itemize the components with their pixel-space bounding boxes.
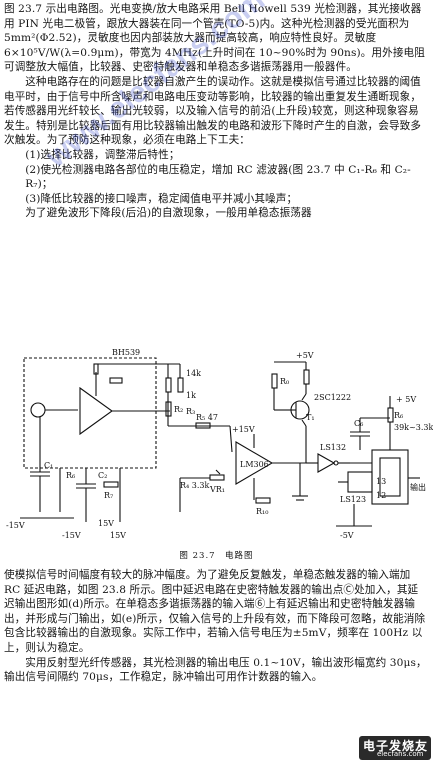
- label-c1: C₁: [44, 461, 53, 470]
- label-plus5v: +5V: [296, 351, 314, 360]
- label-r10: R₁₀: [256, 507, 268, 516]
- label-c6: C₆: [354, 419, 363, 428]
- top-text-block: 图 23.7 示出电路图。光电变换/放大电路采用 Bell Howell 539…: [4, 2, 428, 221]
- label-r14k: 14k: [186, 369, 201, 378]
- label-pin13: 13: [376, 477, 386, 486]
- label-ls123: LS123: [340, 495, 366, 504]
- site-logo: 电子发烧友 elecfans.com: [359, 736, 431, 760]
- label-minus15v: -15V: [6, 521, 25, 530]
- label-r3: R₃: [186, 407, 195, 416]
- label-plus15v: 15V: [98, 519, 114, 528]
- label-plus5v-b: + 5V: [396, 395, 416, 404]
- label-r6: R₆: [66, 471, 75, 480]
- label-r2: R₂: [174, 405, 183, 414]
- list-item: (2)使光检测器电路各部位的电压稳定，增加 RC 滤波器(图 23.7 中 C₁…: [25, 163, 411, 191]
- circuit-diagram: BH539 14k 1k R₂ R₃ C₁ C₂ R₆ R₇ -15V 15V …: [6, 348, 433, 540]
- label-ls132: LS132: [320, 443, 346, 452]
- label-lm306: LM306: [240, 460, 269, 469]
- label-t1: T₁: [306, 413, 315, 422]
- label-plus15v-c: +15V: [232, 425, 255, 434]
- label-2sc1222: 2SC1222: [314, 393, 351, 402]
- figure-caption: 图 23.7 电路图: [179, 551, 254, 561]
- label-pin12: 12: [376, 491, 386, 500]
- label-minus15v-b: -15V: [62, 531, 81, 540]
- bottom-text-block: 使模拟信号时间幅度有较大的脉冲幅度。为了避免反复触发，单稳态触发器的输入端加 R…: [4, 568, 428, 685]
- list-item: (3)降低比较器的接口噪声，稳定阈值电平并减小其噪声；: [25, 192, 298, 205]
- label-r1k: 1k: [186, 391, 196, 400]
- paragraph-oneshot: 使模拟信号时间幅度有较大的脉冲幅度。为了避免反复触发，单稳态触发器的输入端加 R…: [4, 569, 426, 654]
- label-bh539: BH539: [112, 348, 140, 357]
- label-c2: C₂: [98, 471, 107, 480]
- label-r5-47: R₅ 47: [196, 413, 218, 422]
- label-39k-3-3k: 39k~3.3k: [394, 423, 433, 432]
- label-r7: R₇: [104, 491, 113, 500]
- label-output: 输出: [410, 482, 426, 492]
- paragraph-intro: 图 23.7 示出电路图。光电变换/放大电路采用 Bell Howell 539…: [4, 3, 425, 74]
- label-r0: R₀: [280, 377, 289, 386]
- label-plus15v-b: 15V: [110, 531, 126, 540]
- label-vr1: VR₁: [209, 485, 225, 494]
- logo-subtext: elecfans.com: [377, 750, 424, 758]
- label-r6b: R₆: [394, 411, 403, 420]
- list-item: 为了避免波形下降段(后沿)的自激现象，一般用单稳态振荡器: [25, 207, 312, 220]
- paragraph-problem: 这种电路存在的问题是比较器自激产生的误动作。这就是模拟信号通过比较器的阈值电平时…: [4, 75, 422, 147]
- list-item: (1)选择比较器，调整滞后特性；: [25, 148, 180, 161]
- logo-text: 电子发烧友: [363, 739, 429, 753]
- paragraph-practical: 实用反射型光纤传感器，其光检测器的输出电压 0.1~10V，输出波形幅宽约 30…: [4, 656, 427, 684]
- label-r4-3-3k: R₄ 3.3k: [180, 481, 209, 490]
- label-minus5v: -5V: [340, 531, 354, 540]
